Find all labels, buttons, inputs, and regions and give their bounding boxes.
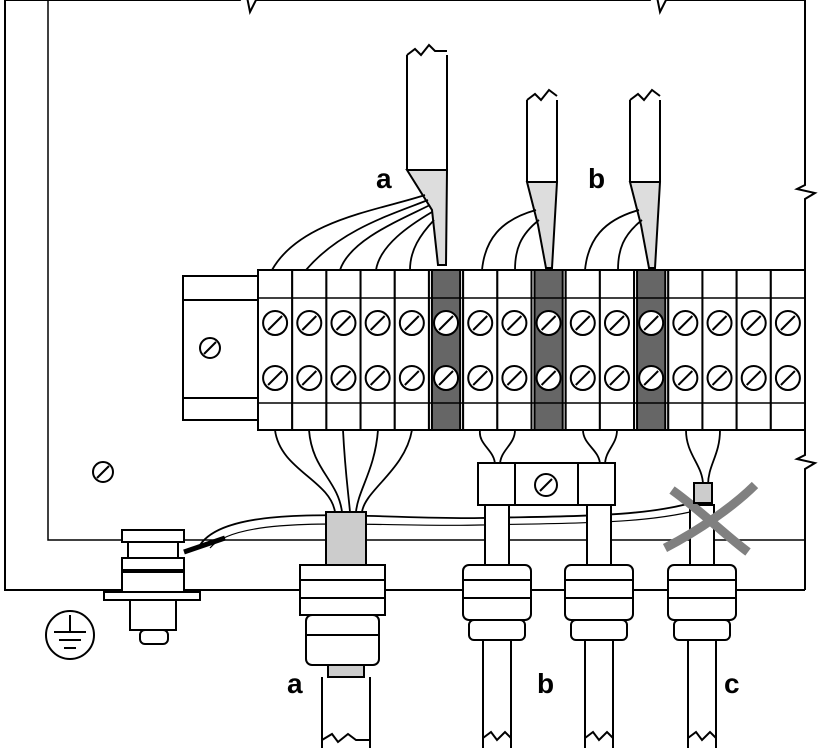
terminal-screw-icon	[467, 310, 494, 336]
terminal-screw-icon	[638, 365, 665, 391]
mounting-screw-icon	[92, 461, 114, 483]
terminal-screw-icon	[296, 365, 323, 391]
terminal-block	[257, 269, 806, 431]
top-cable-b1	[481, 88, 559, 271]
label-bottom-gland-b: b	[537, 668, 555, 699]
terminal	[735, 269, 772, 431]
terminal-screw-icon	[433, 365, 460, 391]
bottom-wires	[199, 429, 721, 549]
din-rail-end-piece	[182, 275, 259, 421]
terminal-screw-icon	[638, 310, 665, 336]
shield-terminal	[427, 269, 465, 431]
terminal	[393, 269, 430, 431]
terminal	[598, 269, 636, 431]
label-top-cable-a: a	[376, 163, 392, 194]
terminal-screw-icon	[398, 310, 425, 336]
terminal-screw-icon	[501, 365, 528, 391]
terminal-screw-icon	[330, 310, 357, 336]
terminal-screw-icon	[364, 365, 391, 391]
terminal-screw-icon	[740, 310, 767, 336]
terminal-screw-icon	[330, 365, 357, 391]
terminal-screw-icon	[262, 310, 289, 336]
terminal-screw-icon	[774, 310, 801, 336]
terminal-screw-icon	[535, 310, 562, 336]
terminal-screw-icon	[706, 310, 733, 336]
terminal	[325, 269, 362, 431]
terminal-screw-icon	[672, 365, 699, 391]
terminal	[701, 269, 738, 431]
terminal	[496, 269, 533, 431]
terminal	[769, 269, 806, 431]
terminal-screw-icon	[262, 365, 289, 391]
terminal	[257, 269, 294, 431]
label-top-cable-b: b	[588, 163, 606, 194]
terminal-screw-icon	[569, 310, 596, 336]
label-bottom-gland-a: a	[287, 668, 303, 699]
cable-gland-b1	[462, 504, 532, 748]
terminal-screw-icon	[603, 310, 630, 336]
terminal-screw-icon	[433, 310, 460, 336]
terminal-screw-icon	[672, 310, 699, 336]
terminal-screw-icon	[774, 365, 801, 391]
shield-clamp-bar	[477, 462, 616, 506]
top-cable-a	[271, 43, 449, 271]
ground-earth-icon	[45, 610, 95, 660]
label-bottom-gland-c: c	[724, 668, 740, 699]
ground-bolt	[103, 529, 226, 645]
terminal-screw-icon	[603, 365, 630, 391]
terminal-screw-icon	[398, 365, 425, 391]
terminal-screw-icon	[296, 310, 323, 336]
cable-gland-b2	[564, 504, 634, 748]
terminal	[667, 269, 704, 431]
terminal	[359, 269, 396, 431]
cross-out-mark-icon	[662, 481, 759, 556]
cable-gland-a	[299, 511, 386, 748]
terminal-screw-icon	[535, 365, 562, 391]
terminal	[564, 269, 601, 431]
shield-terminal	[633, 269, 670, 431]
enclosure	[4, 0, 818, 591]
terminal-screw-icon	[706, 365, 733, 391]
terminal-screw-icon	[501, 310, 528, 336]
shield-terminal	[530, 269, 567, 431]
terminal	[462, 269, 499, 431]
terminal-screw-icon	[740, 365, 767, 391]
terminal-screw-icon	[467, 365, 494, 391]
terminal	[291, 269, 328, 431]
terminal-screw-icon	[364, 310, 391, 336]
top-cable-b2	[584, 88, 662, 271]
terminal-screw-icon	[569, 365, 596, 391]
